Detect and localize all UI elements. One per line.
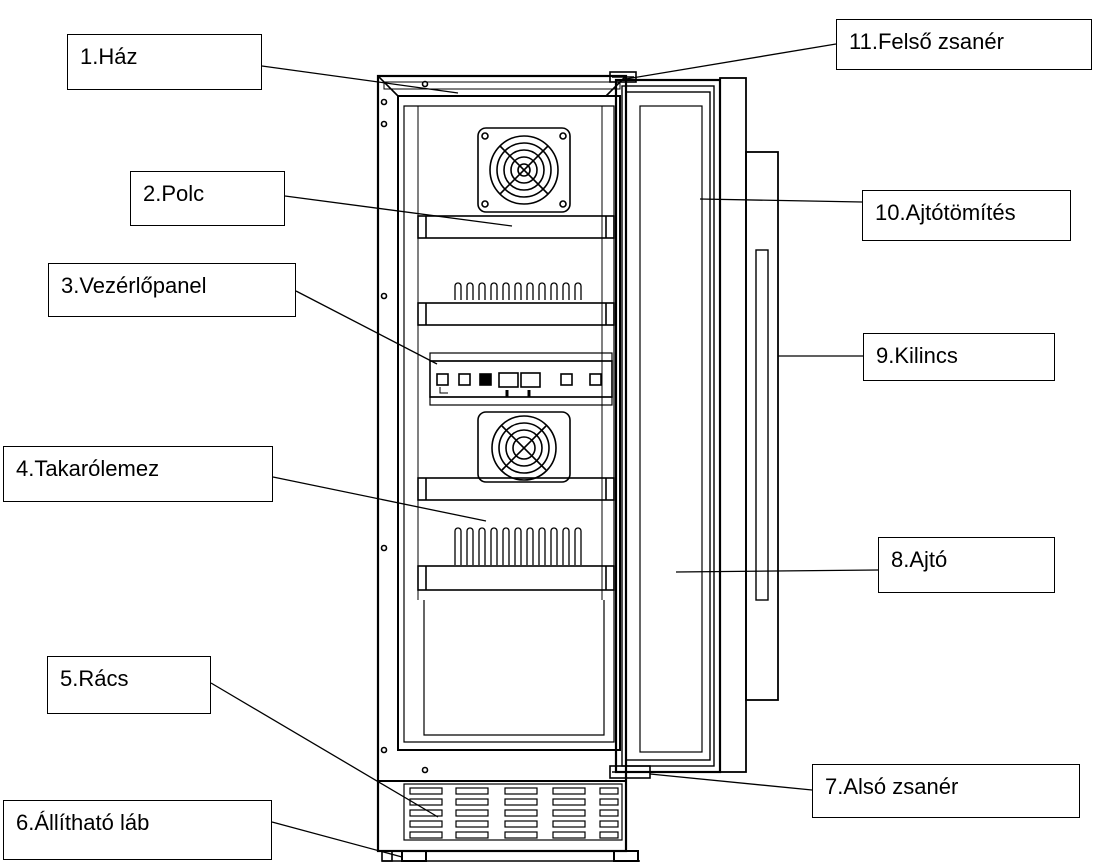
label-racs: 5.Rács: [47, 656, 211, 714]
label-polc: 2.Polc: [130, 171, 285, 226]
leader-felso-zsaner: [619, 43, 837, 81]
bottom-hinge: [609, 765, 651, 779]
leader-ajtotomites: [699, 198, 863, 203]
handle: [745, 151, 779, 701]
label-ajtotomites: 10.Ajtótömítés: [862, 190, 1071, 241]
upper-fan: [477, 127, 571, 213]
interior-chamber: [397, 95, 621, 751]
ventilation-grille: [403, 783, 623, 841]
label-haz: 1.Ház: [67, 34, 262, 90]
shelf-upper: [417, 215, 615, 239]
adjustable-feet: [381, 850, 640, 862]
lower-fan: [477, 411, 571, 483]
evaporator-fins-upper: [454, 282, 582, 300]
label-also-zsaner: 7.Alsó zsanér: [812, 764, 1080, 818]
label-ajto: 8.Ajtó: [878, 537, 1055, 593]
shelf-bottom: [417, 565, 615, 591]
label-felso-zsaner: 11.Felső zsanér: [836, 19, 1092, 70]
cover-plate: [417, 477, 615, 501]
control-panel: [429, 352, 613, 406]
leader-haz: [261, 65, 459, 94]
shelf-middle: [417, 302, 615, 326]
leader-vezerlopanel: [295, 290, 438, 365]
door: [614, 77, 747, 774]
label-vezerlopanel: 3.Vezérlőpanel: [48, 263, 296, 317]
evaporator-fins-lower: [454, 527, 582, 565]
leader-allithato-lab: [271, 821, 403, 858]
leader-polc: [284, 195, 513, 227]
leader-also-zsaner: [649, 773, 813, 791]
label-takarolemez: 4.Takarólemez: [3, 446, 273, 502]
label-allithato-lab: 6.Állítható láb: [3, 800, 272, 860]
leader-racs: [210, 682, 439, 818]
leader-takarolemez: [272, 476, 487, 522]
leader-ajto: [675, 569, 879, 573]
label-kilincs: 9.Kilincs: [863, 333, 1055, 381]
leader-lines: [210, 43, 879, 858]
